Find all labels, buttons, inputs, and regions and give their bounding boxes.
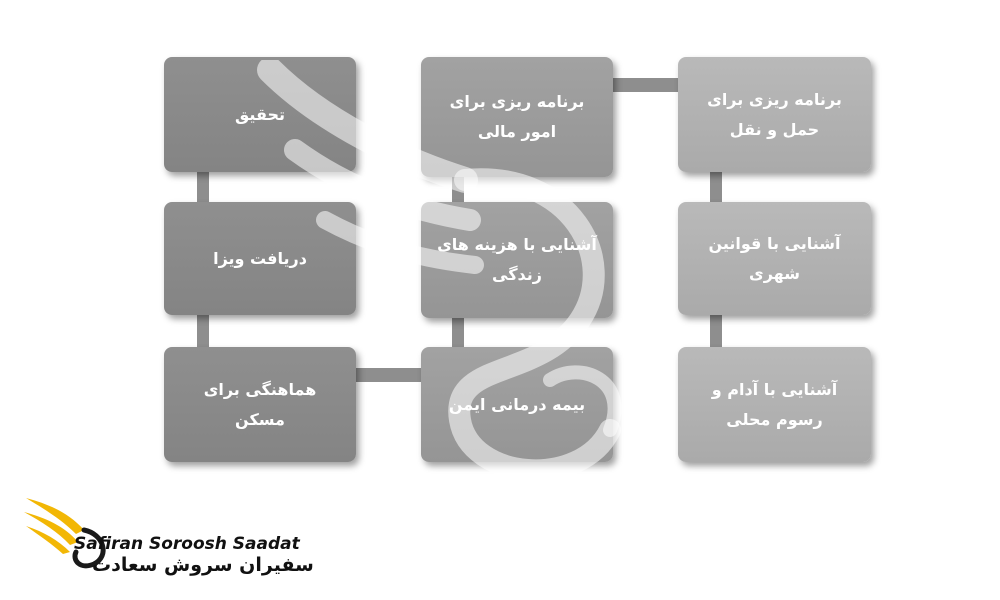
connector-laws-customs bbox=[710, 313, 722, 349]
box-financial-planning: برنامه ریزی برای امور مالی bbox=[421, 57, 613, 177]
box-city-laws-label: آشنایی با قوانین شهری bbox=[708, 233, 841, 283]
connector-financial-transport bbox=[610, 78, 682, 92]
box-living-costs: آشنایی با هزینه های زندگی bbox=[421, 202, 613, 318]
connector-research-visa bbox=[197, 170, 209, 204]
box-housing: هماهنگی برای مسکن bbox=[164, 347, 356, 462]
box-research: تحقیق bbox=[164, 57, 356, 172]
box-visa: دریافت ویزا bbox=[164, 202, 356, 315]
box-health-insurance: بیمه درمانی ایمن bbox=[421, 347, 613, 462]
box-local-customs: آشنایی با آدام و رسوم محلی bbox=[678, 347, 871, 462]
box-transport-planning: برنامه ریزی برای حمل و نقل bbox=[678, 57, 871, 172]
box-research-label: تحقیق bbox=[235, 104, 286, 124]
box-living-costs-label: آشنایی با هزینه های زندگی bbox=[437, 235, 597, 284]
connector-living-financial bbox=[452, 175, 464, 205]
connector-visa-housing bbox=[197, 313, 209, 349]
box-visa-label: دریافت ویزا bbox=[213, 248, 307, 268]
box-local-customs-label: آشنایی با آدام و رسوم محلی bbox=[711, 379, 838, 429]
box-transport-planning-label: برنامه ریزی برای حمل و نقل bbox=[707, 89, 842, 139]
logo-name-english: Safiran Soroosh Saadat bbox=[74, 534, 300, 554]
connector-transport-laws bbox=[710, 170, 722, 204]
box-financial-planning-label: برنامه ریزی برای امور مالی bbox=[449, 92, 585, 141]
connector-insurance-living bbox=[452, 316, 464, 350]
logo-name-persian: سفیران سروش سعادت bbox=[92, 554, 314, 576]
golden-wing-emblem-icon bbox=[24, 498, 106, 569]
connector-housing-insurance bbox=[352, 368, 424, 382]
box-housing-label: هماهنگی برای مسکن bbox=[203, 379, 317, 429]
logo-emblem bbox=[24, 498, 106, 569]
box-health-insurance-label: بیمه درمانی ایمن bbox=[448, 394, 586, 414]
box-city-laws: آشنایی با قوانین شهری bbox=[678, 202, 871, 315]
